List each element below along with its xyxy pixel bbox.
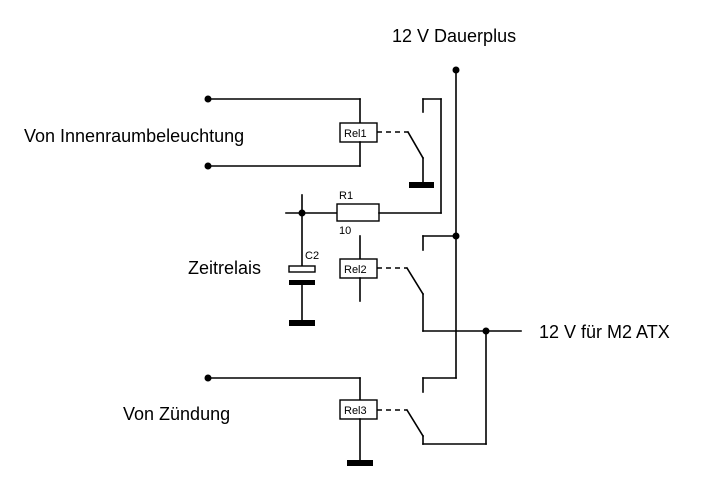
relay-2-circuit	[339, 232, 522, 335]
label-rel3: Rel3	[344, 405, 367, 417]
zuendung-terminal	[204, 374, 212, 382]
label-rel2: Rel2	[344, 264, 367, 276]
label-zuendung: Von Zündung	[123, 404, 230, 424]
relay-3-circuit	[204, 330, 487, 466]
label-rel1: Rel1	[344, 128, 367, 140]
ground-c2	[289, 320, 315, 326]
resistor-r1	[336, 203, 380, 222]
label-c2: C2	[305, 250, 319, 262]
relay-2-switch	[405, 266, 425, 296]
dauerplus-bus	[422, 66, 460, 393]
label-atx: 12 V für M2 ATX	[539, 322, 670, 342]
innenraum-terminal-top	[204, 95, 212, 103]
label-dauerplus: 12 V Dauerplus	[392, 26, 516, 46]
innenraum-terminal-bottom	[204, 162, 212, 170]
label-zeitrelais: Zeitrelais	[188, 258, 261, 278]
timer-network	[285, 194, 442, 326]
dauerplus-node	[452, 66, 460, 74]
ground-relay-3	[347, 460, 373, 466]
label-r1: R1	[339, 190, 353, 202]
ground-relay-1	[409, 182, 434, 188]
relay-3-switch	[405, 408, 425, 438]
relay-1-circuit	[204, 95, 442, 214]
capacitor-c2	[288, 265, 316, 273]
label-r1-value: 10	[339, 225, 351, 237]
label-innenraum: Von Innenraumbeleuchtung	[24, 126, 244, 146]
relay-1-switch	[406, 130, 425, 160]
